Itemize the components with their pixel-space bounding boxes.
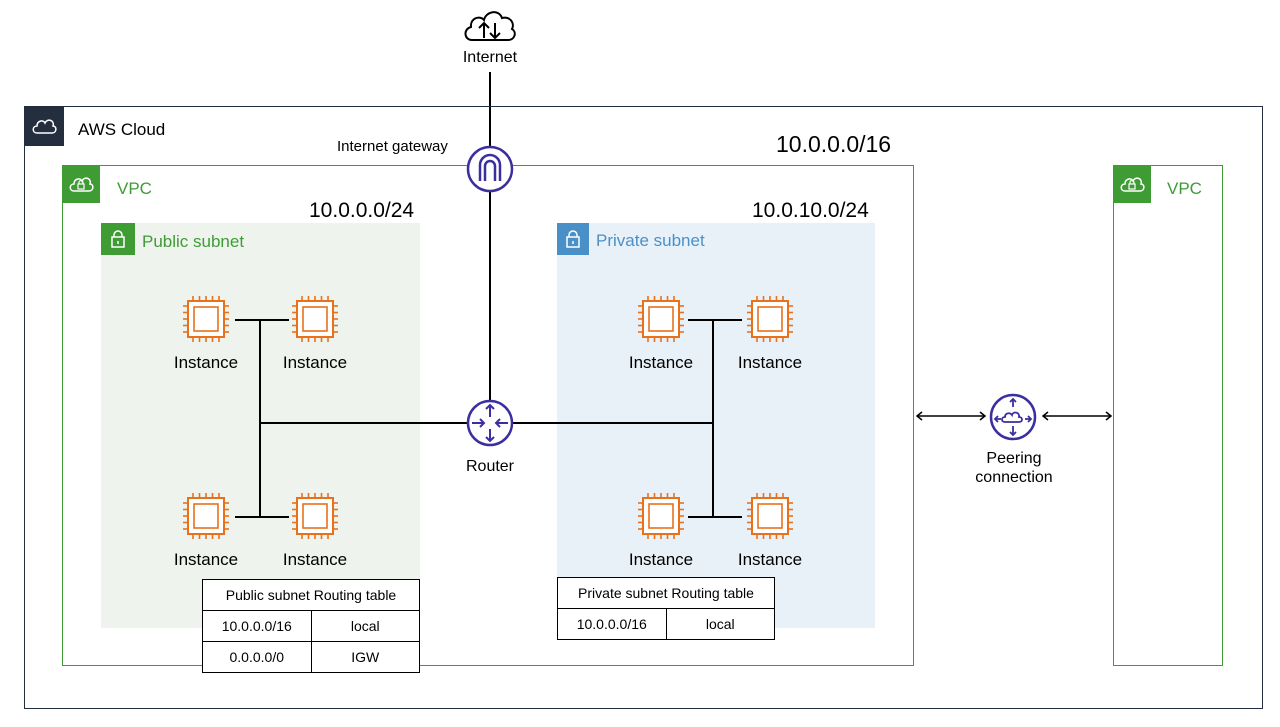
private-subnet-area: [557, 223, 875, 628]
instance-chip-icon: [638, 493, 684, 539]
route-destination: 10.0.0.0/16: [557, 608, 667, 640]
instance-chip-icon: [183, 493, 229, 539]
table-header-row: Private subnet Routing table: [557, 577, 775, 609]
instance-label: Instance: [282, 353, 348, 372]
gateway-router-line: [489, 190, 491, 400]
vpc-peer-frame: [1113, 165, 1223, 666]
vpc-main-cidr: 10.0.0.0/16: [776, 131, 892, 157]
instance-label: Instance: [737, 353, 803, 372]
instance-label: Instance: [173, 550, 239, 569]
peering-arrow-left: [915, 411, 987, 421]
private-routing-table-title: Private subnet Routing table: [557, 577, 775, 609]
private-top-link: [688, 319, 742, 321]
private-vertical-bus: [712, 319, 714, 518]
vpc-cloud-lock-icon: [69, 177, 94, 192]
public-routing-table: Public subnet Routing table 10.0.0.0/16 …: [202, 579, 420, 673]
route-target: local: [310, 610, 420, 642]
private-routing-table: Private subnet Routing table 10.0.0.0/16…: [557, 577, 775, 640]
instance-chip-icon: [292, 296, 338, 342]
peering-label-line2: connection: [975, 469, 1053, 486]
vpc-peer-badge: [1113, 165, 1151, 203]
aws-cloud-header-badge: [24, 106, 64, 146]
route-target: local: [665, 608, 775, 640]
public-vertical-bus: [259, 319, 261, 518]
instance-label: Instance: [173, 353, 239, 372]
private-bottom-link: [688, 516, 742, 518]
table-row: 0.0.0.0/0 IGW: [202, 641, 420, 673]
private-main-bus: [513, 422, 714, 424]
peering-icon: [989, 393, 1037, 441]
vpc-main-badge: [62, 165, 100, 203]
internet-cloud-icon: [464, 11, 516, 41]
table-header-row: Public subnet Routing table: [202, 579, 420, 611]
route-target: IGW: [310, 641, 420, 673]
aws-cloud-icon: [32, 119, 57, 134]
padlock-icon: [566, 230, 580, 248]
public-subnet-badge: [101, 223, 135, 255]
instance-chip-icon: [747, 296, 793, 342]
instance-chip-icon: [747, 493, 793, 539]
public-top-link: [235, 319, 289, 321]
peering-arrow-right: [1041, 411, 1113, 421]
private-subnet-badge: [557, 223, 589, 255]
instance-label: Instance: [628, 550, 694, 569]
instance-chip-icon: [183, 296, 229, 342]
public-main-bus: [259, 422, 467, 424]
instance-chip-icon: [638, 296, 684, 342]
private-subnet-label: Private subnet: [596, 231, 705, 250]
padlock-icon: [111, 230, 125, 248]
aws-cloud-label: AWS Cloud: [78, 120, 166, 139]
table-row: 10.0.0.0/16 local: [202, 610, 420, 642]
vpc-main-label: VPC: [117, 179, 152, 198]
internet-label: Internet: [462, 49, 518, 66]
internet-connection-line: [489, 72, 491, 150]
public-subnet-label: Public subnet: [142, 232, 245, 251]
public-bottom-link: [235, 516, 289, 518]
instance-chip-icon: [292, 493, 338, 539]
aws-cloud-frame: [24, 106, 1263, 709]
table-row: 10.0.0.0/16 local: [557, 608, 775, 640]
public-subnet-cidr: 10.0.0.0/24: [309, 199, 415, 222]
vpc-peer-label: VPC: [1167, 179, 1202, 198]
internet-gateway-label: Internet gateway: [337, 138, 448, 155]
peering-label-line1: Peering: [986, 450, 1042, 467]
route-destination: 0.0.0.0/0: [202, 641, 312, 673]
internet-gateway-icon: [466, 145, 514, 193]
router-icon: [466, 399, 514, 447]
private-subnet-cidr: 10.0.10.0/24: [752, 199, 869, 222]
router-label: Router: [465, 458, 515, 475]
vpc-cloud-lock-icon: [1120, 177, 1145, 192]
route-destination: 10.0.0.0/16: [202, 610, 312, 642]
instance-label: Instance: [628, 353, 694, 372]
instance-label: Instance: [282, 550, 348, 569]
instance-label: Instance: [737, 550, 803, 569]
public-routing-table-title: Public subnet Routing table: [202, 579, 420, 611]
